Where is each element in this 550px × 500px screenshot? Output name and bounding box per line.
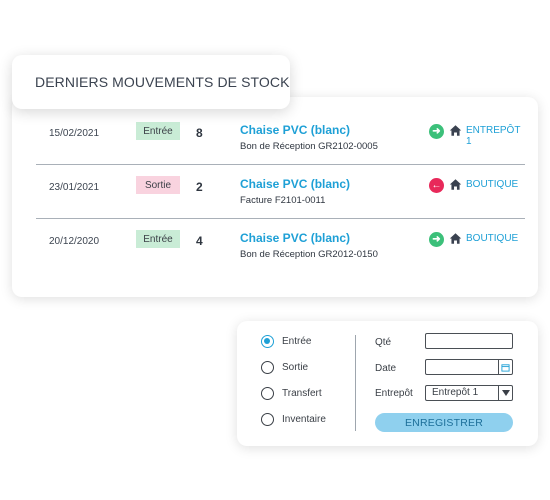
movement-quantity: 8 [196, 126, 203, 140]
new-movement-form: Entrée Sortie Transfert Inventaire Qté D… [237, 321, 538, 446]
radio-button[interactable] [261, 412, 274, 426]
radio-option-entree[interactable]: Entrée [261, 333, 311, 349]
warehouse-label: Entrepôt [375, 388, 413, 399]
radio-button[interactable] [261, 334, 274, 348]
radio-button[interactable] [261, 386, 274, 400]
page-title: DERNIERS MOUVEMENTS DE STOCK [35, 74, 290, 90]
product-link[interactable]: Chaise PVC (blanc) [240, 123, 351, 137]
document-reference: Bon de Réception GR2012-0150 [240, 249, 378, 260]
movement-type-badge: Entrée [136, 230, 180, 248]
document-reference: Bon de Réception GR2102-0005 [240, 141, 378, 152]
table-row[interactable]: 15/02/2021 Entrée 8 Chaise PVC (blanc) B… [36, 112, 525, 165]
table-row[interactable]: 23/01/2021 Sortie 2 Chaise PVC (blanc) F… [36, 166, 525, 219]
radio-label: Transfert [282, 387, 322, 399]
qty-field[interactable] [425, 333, 513, 349]
save-button[interactable]: ENREGISTRER [375, 413, 513, 432]
date-field[interactable] [425, 359, 513, 375]
radio-option-sortie[interactable]: Sortie [261, 359, 308, 375]
section-title-card: DERNIERS MOUVEMENTS DE STOCK [12, 55, 290, 109]
warehouse-select[interactable]: Entrepôt 1 [425, 385, 513, 401]
movement-quantity: 4 [196, 234, 203, 248]
home-icon [449, 125, 462, 136]
product-link[interactable]: Chaise PVC (blanc) [240, 231, 351, 245]
home-icon [449, 179, 462, 190]
movement-type-badge: Entrée [136, 122, 180, 140]
radio-label: Entrée [282, 335, 312, 347]
home-icon [449, 233, 462, 244]
qty-label: Qté [375, 337, 392, 348]
radio-label: Inventaire [282, 413, 326, 425]
stock-movements-card: 15/02/2021 Entrée 8 Chaise PVC (blanc) B… [12, 97, 538, 297]
table-row[interactable]: 20/12/2020 Entrée 4 Chaise PVC (blanc) B… [36, 220, 525, 273]
location-link[interactable]: BOUTIQUE [466, 179, 519, 190]
date-label: Date [375, 363, 397, 374]
location-link[interactable]: ENTREPÔT 1 [466, 125, 521, 147]
movement-date: 23/01/2021 [49, 182, 100, 193]
calendar-icon[interactable] [498, 360, 512, 374]
location-link[interactable]: BOUTIQUE [466, 233, 519, 244]
chevron-down-icon[interactable] [498, 386, 512, 400]
movement-date: 15/02/2021 [49, 128, 100, 139]
arrow-left-icon: ← [429, 178, 444, 193]
radio-option-transfert[interactable]: Transfert [261, 385, 322, 401]
movement-date: 20/12/2020 [49, 236, 100, 247]
arrow-right-icon: ➜ [429, 232, 444, 247]
vertical-divider [355, 335, 356, 431]
document-reference: Facture F2101-0011 [240, 195, 326, 206]
radio-button[interactable] [261, 360, 274, 374]
warehouse-selected-value: Entrepôt 1 [432, 387, 479, 398]
radio-option-inventaire[interactable]: Inventaire [261, 411, 326, 427]
radio-label: Sortie [282, 361, 309, 373]
movement-type-badge: Sortie [136, 176, 180, 194]
arrow-right-icon: ➜ [429, 124, 444, 139]
movement-quantity: 2 [196, 180, 203, 194]
product-link[interactable]: Chaise PVC (blanc) [240, 177, 351, 191]
